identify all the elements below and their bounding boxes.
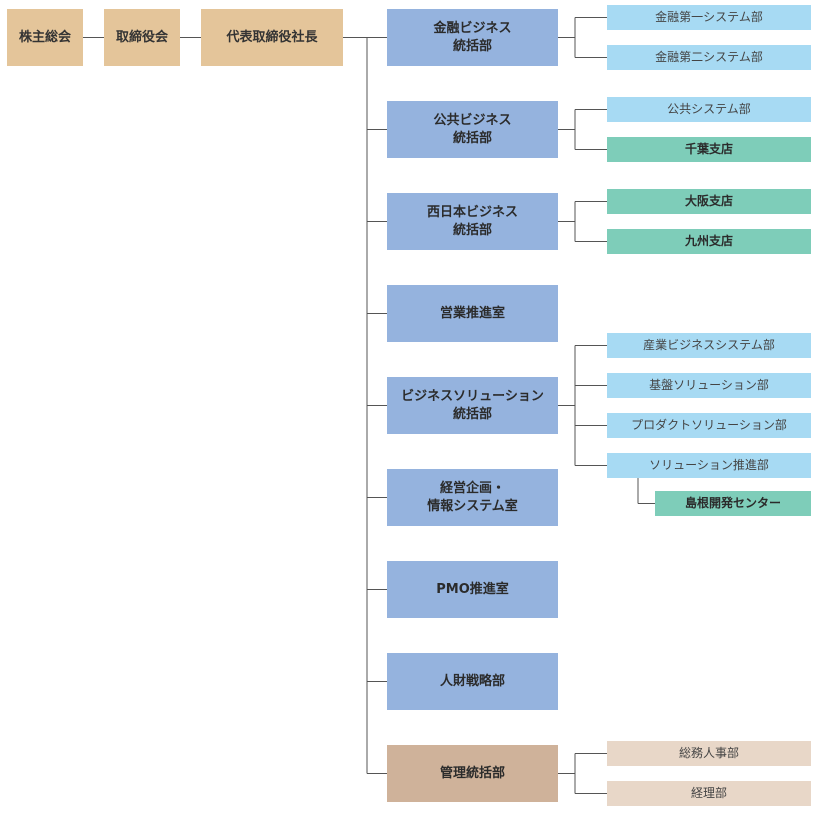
dept-box: 管理統括部 — [387, 745, 558, 802]
sub-dept-box: 金融第一システム部 — [607, 5, 811, 30]
branch-box: 千葉支店 — [607, 137, 811, 162]
dept-box: 経営企画・ 情報システム室 — [387, 469, 558, 526]
sub-dept-box: 総務人事部 — [607, 741, 811, 766]
branch-box: 大阪支店 — [607, 189, 811, 214]
dept-box: 金融ビジネス 統括部 — [387, 9, 558, 66]
dept-box: 西日本ビジネス 統括部 — [387, 193, 558, 250]
sub-dept-box: 基盤ソリューション部 — [607, 373, 811, 398]
sub-dept-box: ソリューション推進部 — [607, 453, 811, 478]
top-box-president: 代表取締役社長 — [201, 9, 343, 66]
sub-dept-box: プロダクトソリューション部 — [607, 413, 811, 438]
branch-box: 島根開発センター — [655, 491, 811, 516]
dept-box: 公共ビジネス 統括部 — [387, 101, 558, 158]
sub-dept-box: 公共システム部 — [607, 97, 811, 122]
sub-dept-box: 金融第二システム部 — [607, 45, 811, 70]
dept-box: ビジネスソリューション 統括部 — [387, 377, 558, 434]
branch-box: 九州支店 — [607, 229, 811, 254]
sub-dept-box: 産業ビジネスシステム部 — [607, 333, 811, 358]
dept-box: 営業推進室 — [387, 285, 558, 342]
dept-box: PMO推進室 — [387, 561, 558, 618]
top-box-shareholders: 株主総会 — [7, 9, 83, 66]
sub-dept-box: 経理部 — [607, 781, 811, 806]
dept-box: 人財戦略部 — [387, 653, 558, 710]
top-box-board: 取締役会 — [104, 9, 180, 66]
